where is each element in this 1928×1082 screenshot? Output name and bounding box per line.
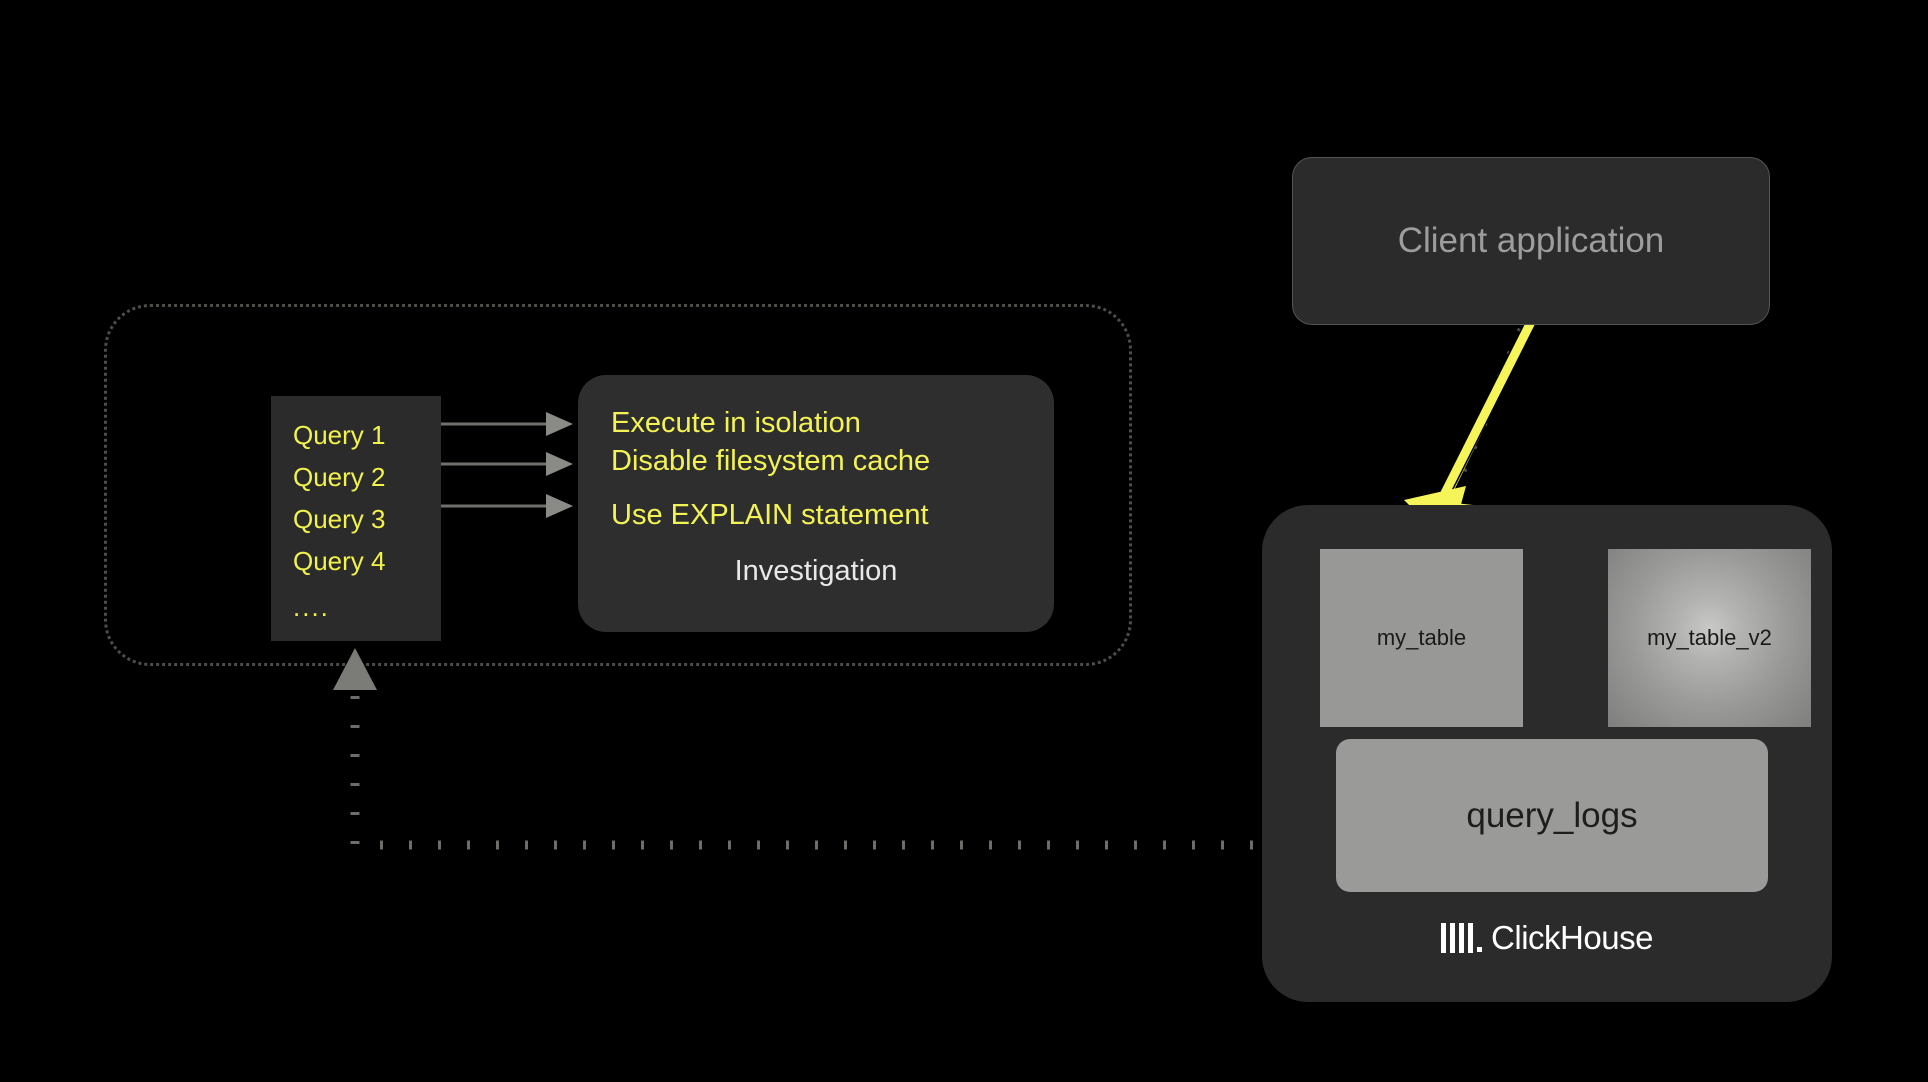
- table-box-my-table-v2: my_table_v2: [1608, 549, 1811, 727]
- investigation-step-2: Disable filesystem cache: [611, 445, 931, 477]
- clickhouse-logo-icon: [1441, 923, 1483, 953]
- clickhouse-panel: my_table my_table_v2 query_logs ClickHou…: [1262, 505, 1832, 1002]
- list-item: Query 1: [293, 420, 386, 450]
- clickhouse-logo: ClickHouse: [1262, 919, 1832, 957]
- query-logs-label: query_logs: [1466, 795, 1638, 835]
- list-item: Query 4: [293, 546, 386, 576]
- investigation-card: Execute in isolation Disable filesystem …: [578, 375, 1054, 632]
- investigation-step-3: Use EXPLAIN statement: [611, 499, 929, 531]
- list-item: Query 3: [293, 504, 386, 534]
- query-list-box: Query 1 Query 2 Query 3 Query 4 ....: [271, 396, 441, 641]
- client-application-box: Client application: [1292, 157, 1770, 325]
- list-item: Query 2: [293, 462, 386, 492]
- list-item-ellipsis: ....: [293, 592, 330, 622]
- investigation-title: Investigation: [734, 555, 898, 587]
- table-label: my_table: [1376, 625, 1467, 650]
- client-application-label: Client application: [1397, 221, 1665, 260]
- table-box-my-table: my_table: [1320, 549, 1523, 727]
- arrow-query-logs-to-query-list: [333, 648, 1340, 850]
- investigation-step-1: Execute in isolation: [611, 407, 861, 439]
- clickhouse-logo-text: ClickHouse: [1491, 919, 1653, 956]
- table-label: my_table_v2: [1647, 625, 1772, 650]
- query-logs-box: query_logs: [1336, 739, 1768, 892]
